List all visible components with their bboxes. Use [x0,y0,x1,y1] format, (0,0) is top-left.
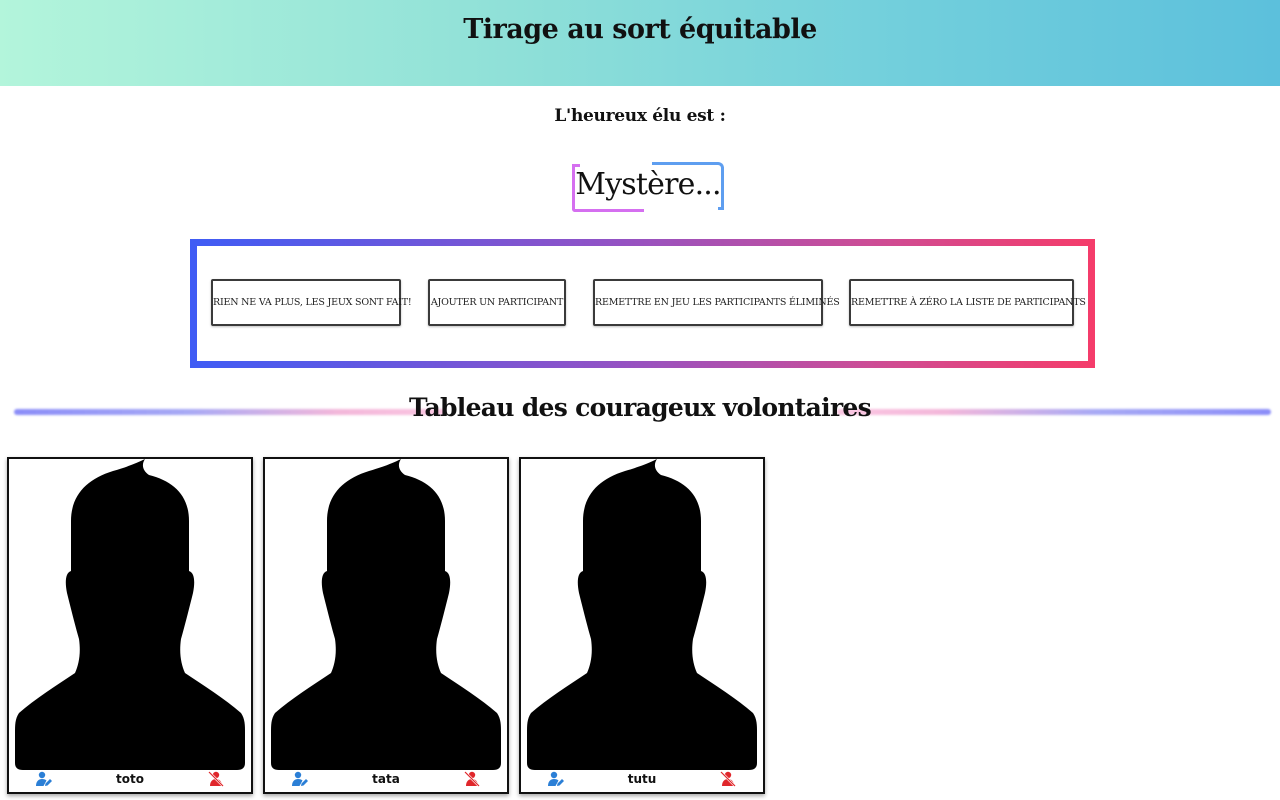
person-silhouette-icon [271,459,501,770]
user-remove-icon[interactable] [720,771,736,787]
reset-participants-button[interactable]: REMETTRE À ZÉRO LA LISTE DE PARTICIPANTS [849,279,1086,326]
user-edit-icon[interactable] [548,771,564,787]
card-footer: tata [265,768,507,790]
participant-card: tutu [519,457,765,794]
user-remove-icon[interactable] [208,771,224,787]
winner-frame-corner-pink [572,164,644,212]
add-participant-button[interactable]: AJOUTER UN PARTICIPANT [428,279,566,326]
draw-button[interactable]: RIEN NE VA PLUS, LES JEUX SONT FAIT! [211,279,412,326]
user-remove-icon[interactable] [464,771,480,787]
page-title: Tirage au sort équitable [463,14,817,45]
section-title: Tableau des courageux volontaires [409,393,872,422]
header-banner: Tirage au sort équitable [0,0,1280,86]
card-footer: tutu [521,768,763,790]
user-edit-icon[interactable] [36,771,52,787]
winner-name: Mystère... [575,167,721,202]
card-footer: toto [9,768,251,790]
participant-name: tata [372,772,400,786]
person-silhouette-icon [527,459,757,770]
controls-panel: RIEN NE VA PLUS, LES JEUX SONT FAIT! AJO… [190,239,1095,368]
person-silhouette-icon [15,459,245,770]
winner-frame-corner-blue [652,162,724,210]
participant-card: toto [7,457,253,794]
winner-label: L'heureux élu est : [554,106,726,126]
section-divider-left [14,409,446,415]
controls-panel-inner: RIEN NE VA PLUS, LES JEUX SONT FAIT! AJO… [197,246,1088,361]
winner-display: Mystère... [572,162,724,212]
restore-eliminated-button[interactable]: REMETTRE EN JEU LES PARTICIPANTS ÉLIMINÉ… [593,279,840,326]
participant-name: toto [116,772,144,786]
user-edit-icon[interactable] [292,771,308,787]
participant-name: tutu [627,772,657,786]
section-divider-right [837,409,1271,415]
participant-card: tata [263,457,509,794]
